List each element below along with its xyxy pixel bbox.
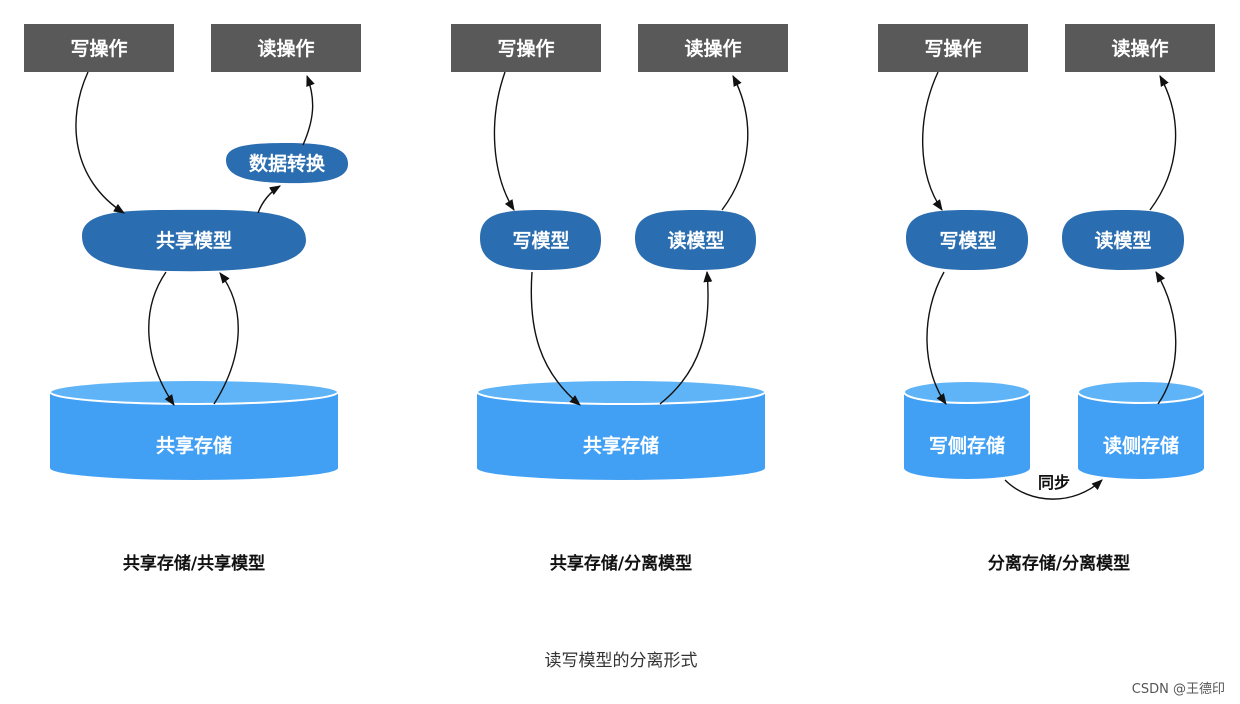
arrow-write-model-to-write-storage xyxy=(926,271,947,405)
write-op-label: 写操作 xyxy=(70,37,127,60)
panel-separate-storage-separate-model: 写操作 读操作 写模型 读模型 写侧存储 读侧存储 同步 分离存储/分离模型 xyxy=(878,24,1215,574)
read-model-blob xyxy=(635,210,756,270)
arrow-write-to-write-model xyxy=(493,71,515,211)
write-op-box xyxy=(878,24,1028,72)
read-op-box xyxy=(638,24,788,72)
write-op-label: 写操作 xyxy=(497,37,554,60)
write-op-box xyxy=(451,24,601,72)
read-storage-label: 读侧存储 xyxy=(1103,434,1179,457)
transform-label: 数据转换 xyxy=(249,152,326,175)
shared-storage-label: 共享存储 xyxy=(156,434,232,457)
read-op-label: 读操作 xyxy=(257,37,314,60)
write-op-box xyxy=(24,24,174,72)
read-op-label: 读操作 xyxy=(1111,37,1168,60)
panel-2-caption: 共享存储/分离模型 xyxy=(550,553,692,574)
arrow-sync xyxy=(1004,479,1103,500)
read-op-label: 读操作 xyxy=(684,37,741,60)
read-model-label: 读模型 xyxy=(667,229,724,252)
arrow-write-to-write-model xyxy=(921,71,943,211)
panel-1-caption: 共享存储/共享模型 xyxy=(123,553,265,574)
sync-label: 同步 xyxy=(1038,473,1070,492)
write-storage-cylinder xyxy=(903,380,1031,479)
read-model-label: 读模型 xyxy=(1094,229,1151,252)
shared-model-blob xyxy=(82,209,306,272)
write-model-label: 写模型 xyxy=(939,229,996,252)
shared-storage-label: 共享存储 xyxy=(583,434,659,457)
arrow-write-to-model xyxy=(75,71,125,214)
write-storage-label: 写侧存储 xyxy=(929,434,1005,457)
write-op-label: 写操作 xyxy=(924,37,981,60)
watermark: CSDN @王德印 xyxy=(1132,682,1225,697)
read-storage-cylinder xyxy=(1077,380,1205,479)
write-model-label: 写模型 xyxy=(512,229,569,252)
arrow-transform-to-read xyxy=(302,74,315,146)
arrow-storage-to-read-model xyxy=(659,270,713,405)
arrow-storage-to-model xyxy=(213,272,239,405)
arrow-model-to-storage xyxy=(148,271,175,406)
arrow-read-model-to-read xyxy=(1149,75,1177,211)
panel-shared-storage-separate-model: 写操作 读操作 写模型 读模型 共享存储 共享存储/分离模型 xyxy=(451,24,788,574)
figure-title: 读写模型的分离形式 xyxy=(545,651,698,671)
read-op-box xyxy=(211,24,361,72)
arrow-write-model-to-storage xyxy=(530,271,581,406)
shared-storage-cylinder xyxy=(49,379,339,480)
panel-shared-storage-shared-model: 写操作 读操作 数据转换 共享模型 共享存储 共享存储/共享模型 xyxy=(24,24,361,574)
arrow-read-model-to-read xyxy=(721,75,749,211)
read-model-blob xyxy=(1062,210,1184,270)
write-model-blob xyxy=(480,210,601,270)
transform-blob xyxy=(226,143,348,184)
arrow-model-to-transform xyxy=(257,185,281,214)
arrow-read-storage-to-read-model xyxy=(1155,271,1177,405)
read-op-box xyxy=(1065,24,1215,72)
shared-storage-cylinder xyxy=(476,379,766,480)
write-model-blob xyxy=(906,210,1028,270)
shared-model-label: 共享模型 xyxy=(156,229,232,252)
panel-3-caption: 分离存储/分离模型 xyxy=(988,553,1130,574)
